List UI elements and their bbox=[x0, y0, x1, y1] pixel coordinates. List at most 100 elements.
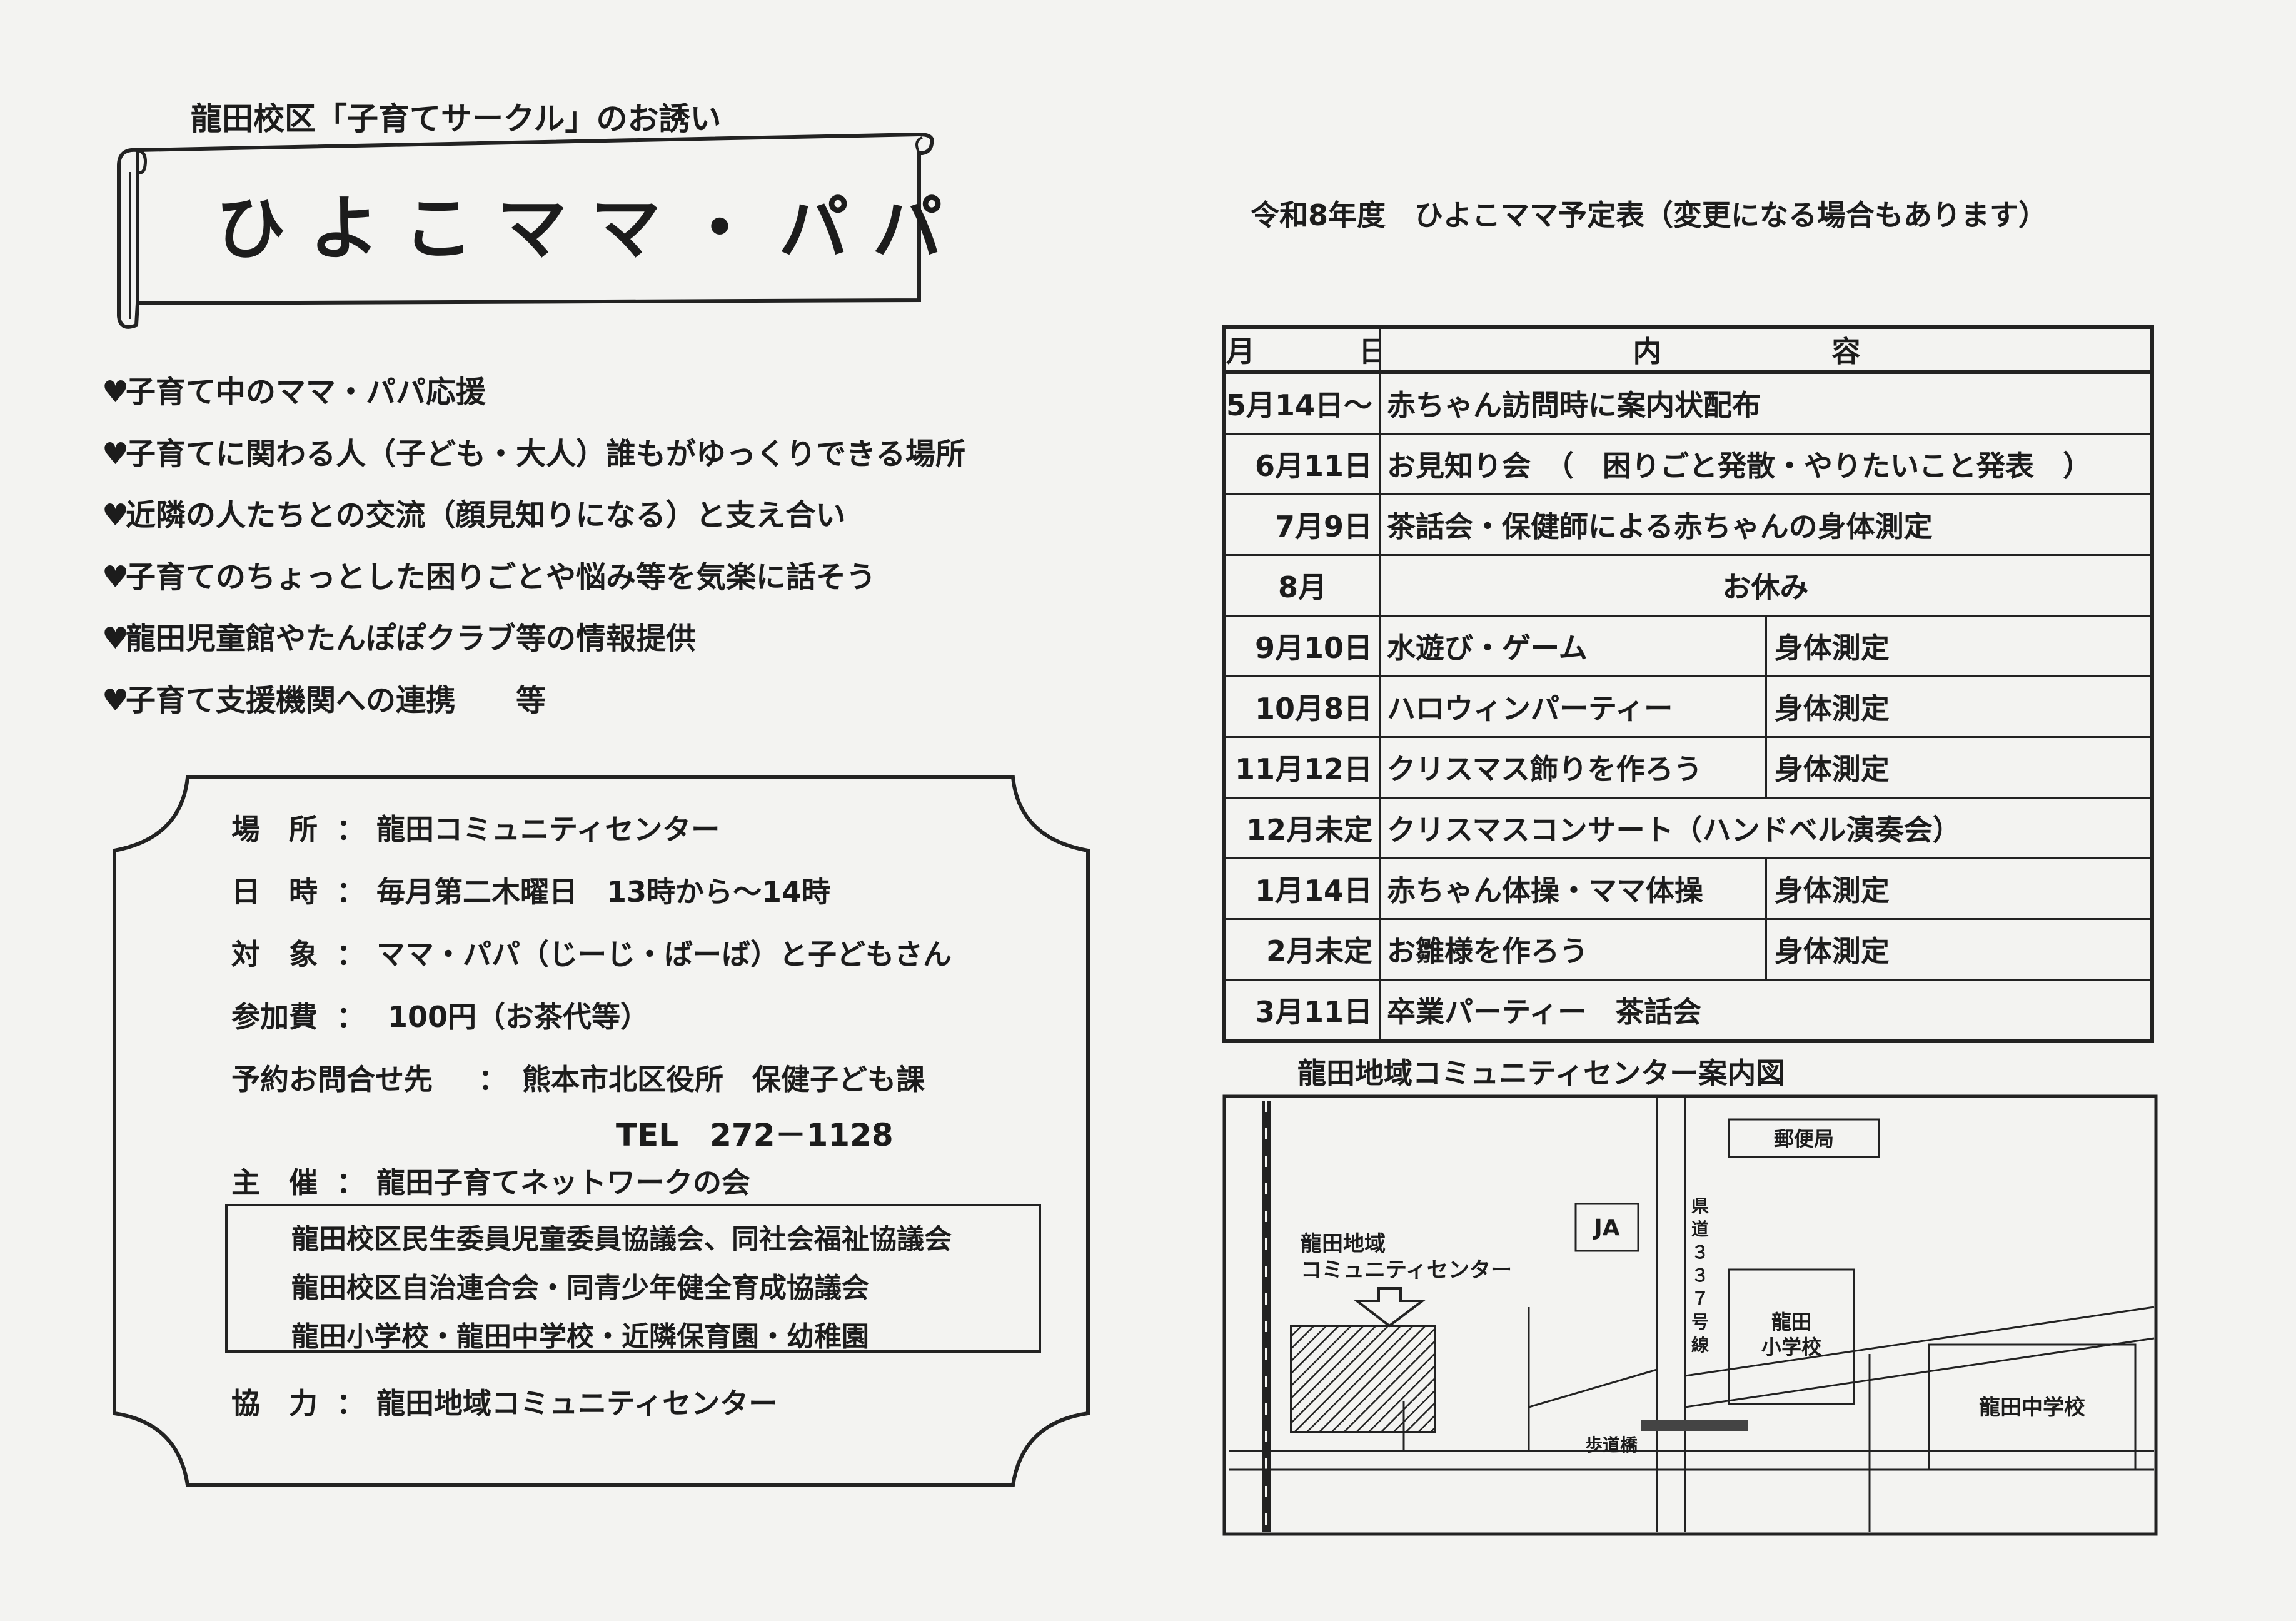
heart-icon: ♥ bbox=[102, 559, 129, 595]
map-border bbox=[1222, 1094, 2158, 1536]
table-header-row: 月 日 内 容 bbox=[1223, 326, 2153, 374]
page-subtitle: 龍田校区「子育てサークル」のお誘い bbox=[191, 101, 722, 137]
row-date: 5月14日～ bbox=[1223, 371, 1381, 435]
row-desc: 卒業パーティー 茶話会 bbox=[1379, 979, 2153, 1043]
row-measure: 身体測定 bbox=[1765, 615, 2153, 677]
table-row: 11月12日 クリスマス飾りを作ろう 身体測定 bbox=[1223, 736, 2153, 799]
route-char: 号 bbox=[1691, 1311, 1709, 1332]
row-measure: 身体測定 bbox=[1765, 918, 2153, 981]
post-office-label: 郵便局 bbox=[1774, 1127, 1834, 1151]
community-center-building bbox=[1290, 1325, 1436, 1433]
row-date: 6月11日 bbox=[1223, 433, 1381, 495]
row-desc: 茶話会・保健師による赤ちゃんの身体測定 bbox=[1379, 493, 2153, 556]
title-scroll-banner bbox=[117, 132, 934, 329]
row-desc: 水遊び・ゲーム bbox=[1379, 615, 1767, 677]
coop-label: 協 力 bbox=[231, 1386, 318, 1420]
ja-label: JA bbox=[1592, 1215, 1619, 1241]
heart-icon: ♥ bbox=[102, 436, 129, 472]
table-row: 12月未定 クリスマスコンサート（ハンドベル演奏会） bbox=[1223, 797, 2153, 859]
row-date: 2月未定 bbox=[1223, 918, 1381, 981]
info-frame bbox=[113, 775, 1090, 1487]
table-row: 5月14日～ 赤ちゃん訪問時に案内状配布 bbox=[1223, 371, 2153, 435]
contact-label: 予約お問合せ先 bbox=[231, 1063, 433, 1096]
table-row: 7月9日 茶話会・保健師による赤ちゃんの身体測定 bbox=[1223, 493, 2153, 556]
row-measure: 身体測定 bbox=[1765, 736, 2153, 799]
table-row: 6月11日 お見知り会 （ 困りごと発散・やりたいこと発表 ） bbox=[1223, 433, 2153, 495]
heart-icon: ♥ bbox=[102, 682, 129, 718]
row-measure: 身体測定 bbox=[1765, 857, 2153, 920]
table-row: 1月14日 赤ちゃん体操・ママ体操 身体測定 bbox=[1223, 857, 2153, 920]
fee-label: 参加費 bbox=[231, 1000, 318, 1034]
list-item: ♥子育て中のママ・パパ応援 bbox=[102, 370, 965, 432]
org-line: 龍田小学校・龍田中学校・近隣保育園・幼稚園 bbox=[291, 1321, 869, 1353]
host-value: 龍田子育てネットワークの会 bbox=[376, 1166, 750, 1199]
row-desc: クリスマス飾りを作ろう bbox=[1379, 736, 1767, 799]
arrow-down-icon bbox=[1353, 1287, 1426, 1328]
guide-map: 郵便局 JA 県 道 ３ ３ ７ 号 線 龍田地域 コミュニティセンター 龍田 … bbox=[1222, 1094, 2158, 1536]
contact-tel: TEL 272－1128 bbox=[616, 1117, 894, 1153]
ja-box bbox=[1574, 1203, 1639, 1252]
list-item: ♥子育て支援機関への連携 等 bbox=[102, 679, 965, 740]
row-date: 9月10日 bbox=[1223, 615, 1381, 677]
row-desc: お見知り会 （ 困りごと発散・やりたいこと発表 ） bbox=[1379, 433, 2153, 495]
junior-high-label: 龍田中学校 bbox=[1979, 1395, 2085, 1420]
place-label: 場 所 bbox=[231, 812, 318, 846]
route-char: 県 bbox=[1691, 1196, 1709, 1216]
datetime-value: 毎月第二木曜日 13時から～14時 bbox=[376, 875, 831, 909]
table-row: 3月11日 卒業パーティー 茶話会 bbox=[1223, 979, 2153, 1043]
route-char: ３ bbox=[1691, 1242, 1709, 1263]
row-date: 7月9日 bbox=[1223, 493, 1381, 556]
schedule-table: 月 日 内 容 5月14日～ 赤ちゃん訪問時に案内状配布 6月11日 お見知り会… bbox=[1222, 325, 2154, 1043]
list-item: ♥龍田児童館やたんぽぽクラブ等の情報提供 bbox=[102, 617, 965, 679]
row-desc: お雛様を作ろう bbox=[1379, 918, 1767, 981]
route-char: ３ bbox=[1691, 1265, 1709, 1286]
organizations-box: 龍田校区民生委員児童委員協議会、同社会福祉協議会 龍田校区自治連合会・同青少年健… bbox=[225, 1204, 1041, 1353]
schedule-title: 令和8年度 ひよこママ予定表（変更になる場合もあります） bbox=[1251, 198, 2048, 232]
datetime-label: 日 時 bbox=[231, 875, 318, 909]
header-date: 月 日 bbox=[1223, 326, 1381, 374]
heart-icon: ♥ bbox=[102, 498, 129, 533]
target-value: ママ・パパ（じーじ・ばーば）と子どもさん bbox=[376, 937, 952, 971]
host-label: 主 催 bbox=[231, 1166, 318, 1199]
row-desc: 赤ちゃん訪問時に案内状配布 bbox=[1379, 371, 2153, 435]
heart-icon: ♥ bbox=[102, 375, 129, 410]
list-item: ♥子育てに関わる人（子ども・大人）誰もがゆっくりできる場所 bbox=[102, 432, 965, 494]
pedestrian-bridge bbox=[1641, 1420, 1748, 1431]
place-value: 龍田コミュニティセンター bbox=[376, 812, 720, 846]
junior-high-box bbox=[1928, 1343, 2137, 1471]
page-title: ひよこママ・パパ bbox=[216, 188, 966, 270]
fee-value: 100円（お茶代等） bbox=[388, 1000, 650, 1034]
route-char: 線 bbox=[1691, 1335, 1709, 1355]
row-desc: クリスマスコンサート（ハンドベル演奏会） bbox=[1379, 797, 2153, 859]
contact-value: 熊本市北区役所 保健子ども課 bbox=[522, 1063, 925, 1096]
route-char: 道 bbox=[1691, 1219, 1709, 1240]
elementary-school-box bbox=[1728, 1268, 1855, 1405]
feature-list: ♥子育て中のママ・パパ応援 ♥子育てに関わる人（子ども・大人）誰もがゆっくりでき… bbox=[102, 370, 965, 740]
table-row: 10月8日 ハロウィンパーティー 身体測定 bbox=[1223, 675, 2153, 738]
org-line: 龍田校区自治連合会・同青少年健全育成協議会 bbox=[291, 1272, 869, 1304]
elementary-label: 小学校 bbox=[1761, 1335, 1821, 1359]
center-label: コミュニティセンター bbox=[1301, 1258, 1512, 1283]
route-char: ７ bbox=[1691, 1288, 1709, 1309]
row-desc: 赤ちゃん体操・ママ体操 bbox=[1379, 857, 1767, 920]
post-office-box bbox=[1728, 1118, 1880, 1158]
coop-value: 龍田地域コミュニティセンター bbox=[376, 1386, 778, 1420]
list-item: ♥近隣の人たちとの交流（顔見知りになる）と支え合い bbox=[102, 493, 965, 555]
row-date: 12月未定 bbox=[1223, 797, 1381, 859]
header-content: 内 容 bbox=[1379, 326, 2153, 374]
row-date: 11月12日 bbox=[1223, 736, 1381, 799]
map-title: 龍田地域コミュニティセンター案内図 bbox=[1297, 1056, 1785, 1090]
row-date: 8月 bbox=[1223, 554, 1381, 617]
center-label: 龍田地域 bbox=[1301, 1231, 1386, 1256]
target-label: 対 象 bbox=[231, 937, 318, 971]
row-measure: 身体測定 bbox=[1765, 675, 2153, 738]
row-desc: ハロウィンパーティー bbox=[1379, 675, 1767, 738]
table-row: 2月未定 お雛様を作ろう 身体測定 bbox=[1223, 918, 2153, 981]
row-date: 10月8日 bbox=[1223, 675, 1381, 738]
table-row: 9月10日 水遊び・ゲーム 身体測定 bbox=[1223, 615, 2153, 677]
heart-icon: ♥ bbox=[102, 621, 129, 656]
list-item: ♥子育てのちょっとした困りごとや悩み等を気楽に話そう bbox=[102, 555, 965, 617]
row-desc: お休み bbox=[1379, 554, 2153, 617]
bridge-label: 歩道橋 bbox=[1585, 1435, 1638, 1455]
org-line: 龍田校区民生委員児童委員協議会、同社会福祉協議会 bbox=[291, 1223, 952, 1255]
